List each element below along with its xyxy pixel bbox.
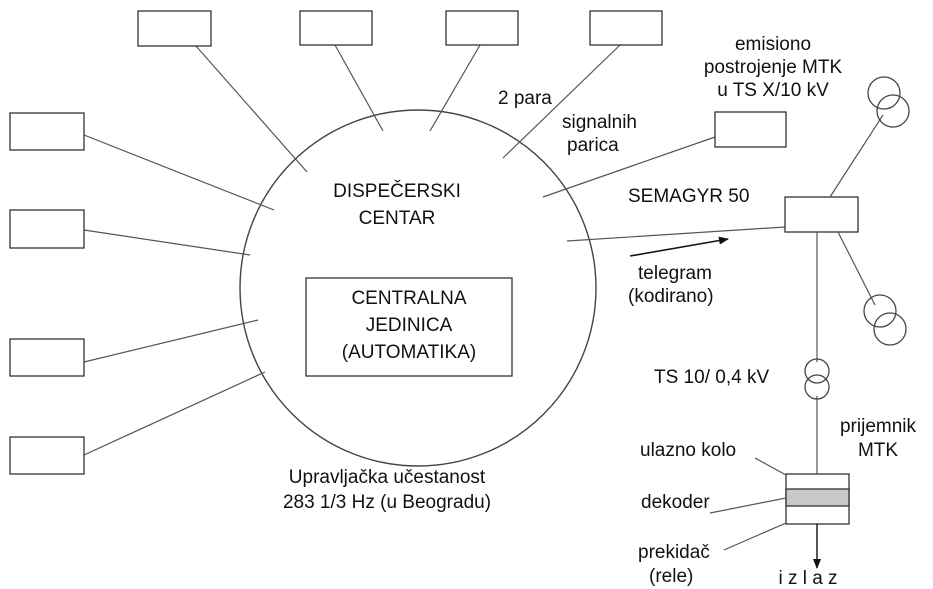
central-unit-line-2: JEDINICA — [366, 315, 453, 336]
receiver-label-line-2: MTK — [858, 440, 898, 461]
connector-line — [566, 226, 786, 242]
decoder-label: dekoder — [641, 492, 710, 513]
input-circuit-label: ulazno kolo — [640, 440, 736, 461]
connector-line — [83, 319, 259, 363]
pointer-line — [723, 522, 787, 551]
telegram-label-line-1: telegram — [638, 263, 712, 284]
connector-line — [837, 231, 876, 306]
connector-line — [429, 44, 481, 132]
center-title-line-2: CENTAR — [359, 208, 436, 229]
central-unit-line-3: (AUTOMATIKA) — [342, 342, 476, 363]
peripheral-box — [137, 10, 212, 47]
connector-line — [83, 134, 275, 211]
pointer-line — [754, 457, 787, 476]
connector-line — [195, 45, 308, 173]
pairs-label-line-2: signalnih — [562, 112, 637, 133]
emission-label-line-3: u TS X/10 kV — [717, 80, 829, 101]
telegram-label-line-2: (kodirano) — [628, 286, 714, 307]
emission-label-line-2: postrojenje MTK — [704, 57, 843, 78]
output-label: i z l a z — [778, 568, 837, 589]
connector-line — [542, 136, 716, 198]
peripheral-box — [445, 10, 519, 46]
connector-line — [83, 229, 251, 256]
breaker-label-line-1: prekidač — [638, 542, 710, 563]
ts-label: TS 10/ 0,4 kV — [654, 367, 769, 388]
telegram-arrow — [629, 236, 729, 257]
transformer-icon — [804, 358, 830, 400]
peripheral-box — [9, 436, 85, 475]
peripheral-box — [9, 338, 85, 377]
pairs-label-line-3: parica — [567, 135, 619, 156]
peripheral-box — [9, 112, 85, 151]
peripheral-box — [9, 209, 85, 249]
connector-line — [83, 371, 266, 456]
receiver-label-line-1: prijemnik — [840, 416, 917, 437]
center-title-line-1: DISPEČERSKI — [333, 180, 461, 202]
decoder-band — [785, 488, 850, 507]
peripheral-box — [299, 10, 373, 46]
transformer-icon — [863, 294, 907, 346]
connector-line — [829, 114, 884, 198]
frequency-label-line-1: Upravljačka učestanost — [289, 467, 486, 488]
central-unit-line-1: CENTRALNA — [351, 288, 466, 309]
breaker-label-line-2: (rele) — [649, 566, 693, 587]
frequency-label-line-2: 283 1/3 Hz (u Beogradu) — [283, 492, 491, 513]
transformer-icon — [867, 76, 910, 128]
semagyr-box — [784, 196, 859, 233]
peripheral-box — [589, 10, 663, 46]
semagyr-label: SEMAGYR 50 — [628, 186, 749, 207]
central-unit-box — [305, 277, 513, 377]
pairs-label-line-1: 2 para — [498, 88, 552, 109]
connector-line — [334, 44, 384, 132]
emission-label-line-1: emisiono — [735, 34, 811, 55]
connector-line — [502, 44, 621, 159]
emission-plant-box — [714, 111, 787, 148]
pointer-line — [709, 497, 787, 514]
